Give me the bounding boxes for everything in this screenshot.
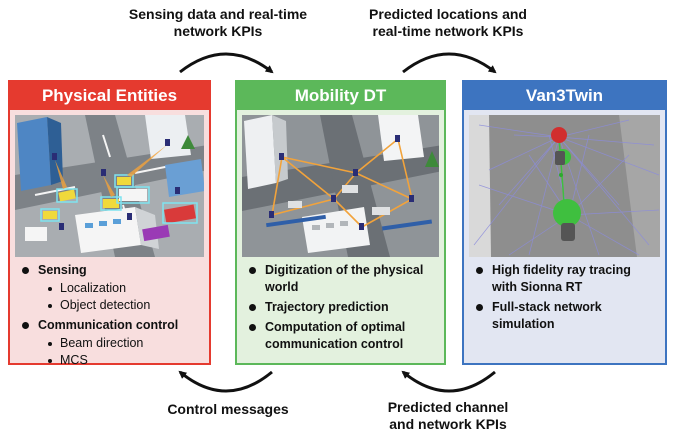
sub-bullet-beam-direction: Beam direction: [38, 335, 203, 352]
panel-bullets: Digitization of the physical world Traje…: [243, 262, 438, 356]
sub-bullet-localization: Localization: [38, 280, 203, 297]
ray-tracing-scene-image: [469, 115, 660, 257]
top-left-flow-label: Sensing data and real-time network KPIs: [128, 6, 308, 39]
top-right-flow-label: Predicted locations and real-time networ…: [369, 6, 527, 39]
sub-bullet-mcs: MCS: [38, 352, 203, 369]
bullet-optimal-control: Computation of optimal communication con…: [243, 319, 438, 353]
van3twin-panel: Van3Twin: [462, 80, 667, 365]
bullet-communication-control: Communication control Beam direction MCS: [16, 317, 203, 369]
arrow-bottom-right: [401, 370, 496, 393]
panel-title: Van3Twin: [464, 82, 665, 110]
arrow-bottom-left: [178, 370, 273, 393]
arrow-top-right: [402, 52, 497, 74]
panel-title: Mobility DT: [237, 82, 444, 110]
panel-title: Physical Entities: [10, 82, 209, 110]
city-intersection-image: [15, 115, 204, 257]
physical-entities-panel: Physical Entities: [8, 80, 211, 367]
bullet-digitization: Digitization of the physical world: [243, 262, 438, 296]
bullet-sensing: Sensing Localization Object detection: [16, 262, 203, 314]
bullet-network-simulation: Full-stack network simulation: [470, 299, 659, 333]
arrow-top-left: [179, 52, 274, 74]
bullet-ray-tracing: High fidelity ray tracing with Sionna RT: [470, 262, 659, 296]
sub-bullet-object-detection: Object detection: [38, 297, 203, 314]
panel-bullets: Sensing Localization Object detection Co…: [16, 262, 203, 372]
panel-bullets: High fidelity ray tracing with Sionna RT…: [470, 262, 659, 336]
mobility-dt-panel: Mobility DT: [235, 80, 446, 365]
bullet-trajectory-prediction: Trajectory prediction: [243, 299, 438, 316]
bottom-left-flow-label: Control messages: [167, 401, 289, 417]
digital-twin-city-image: [242, 115, 439, 257]
bottom-right-flow-label: Predicted channel and network KPIs: [387, 399, 509, 432]
